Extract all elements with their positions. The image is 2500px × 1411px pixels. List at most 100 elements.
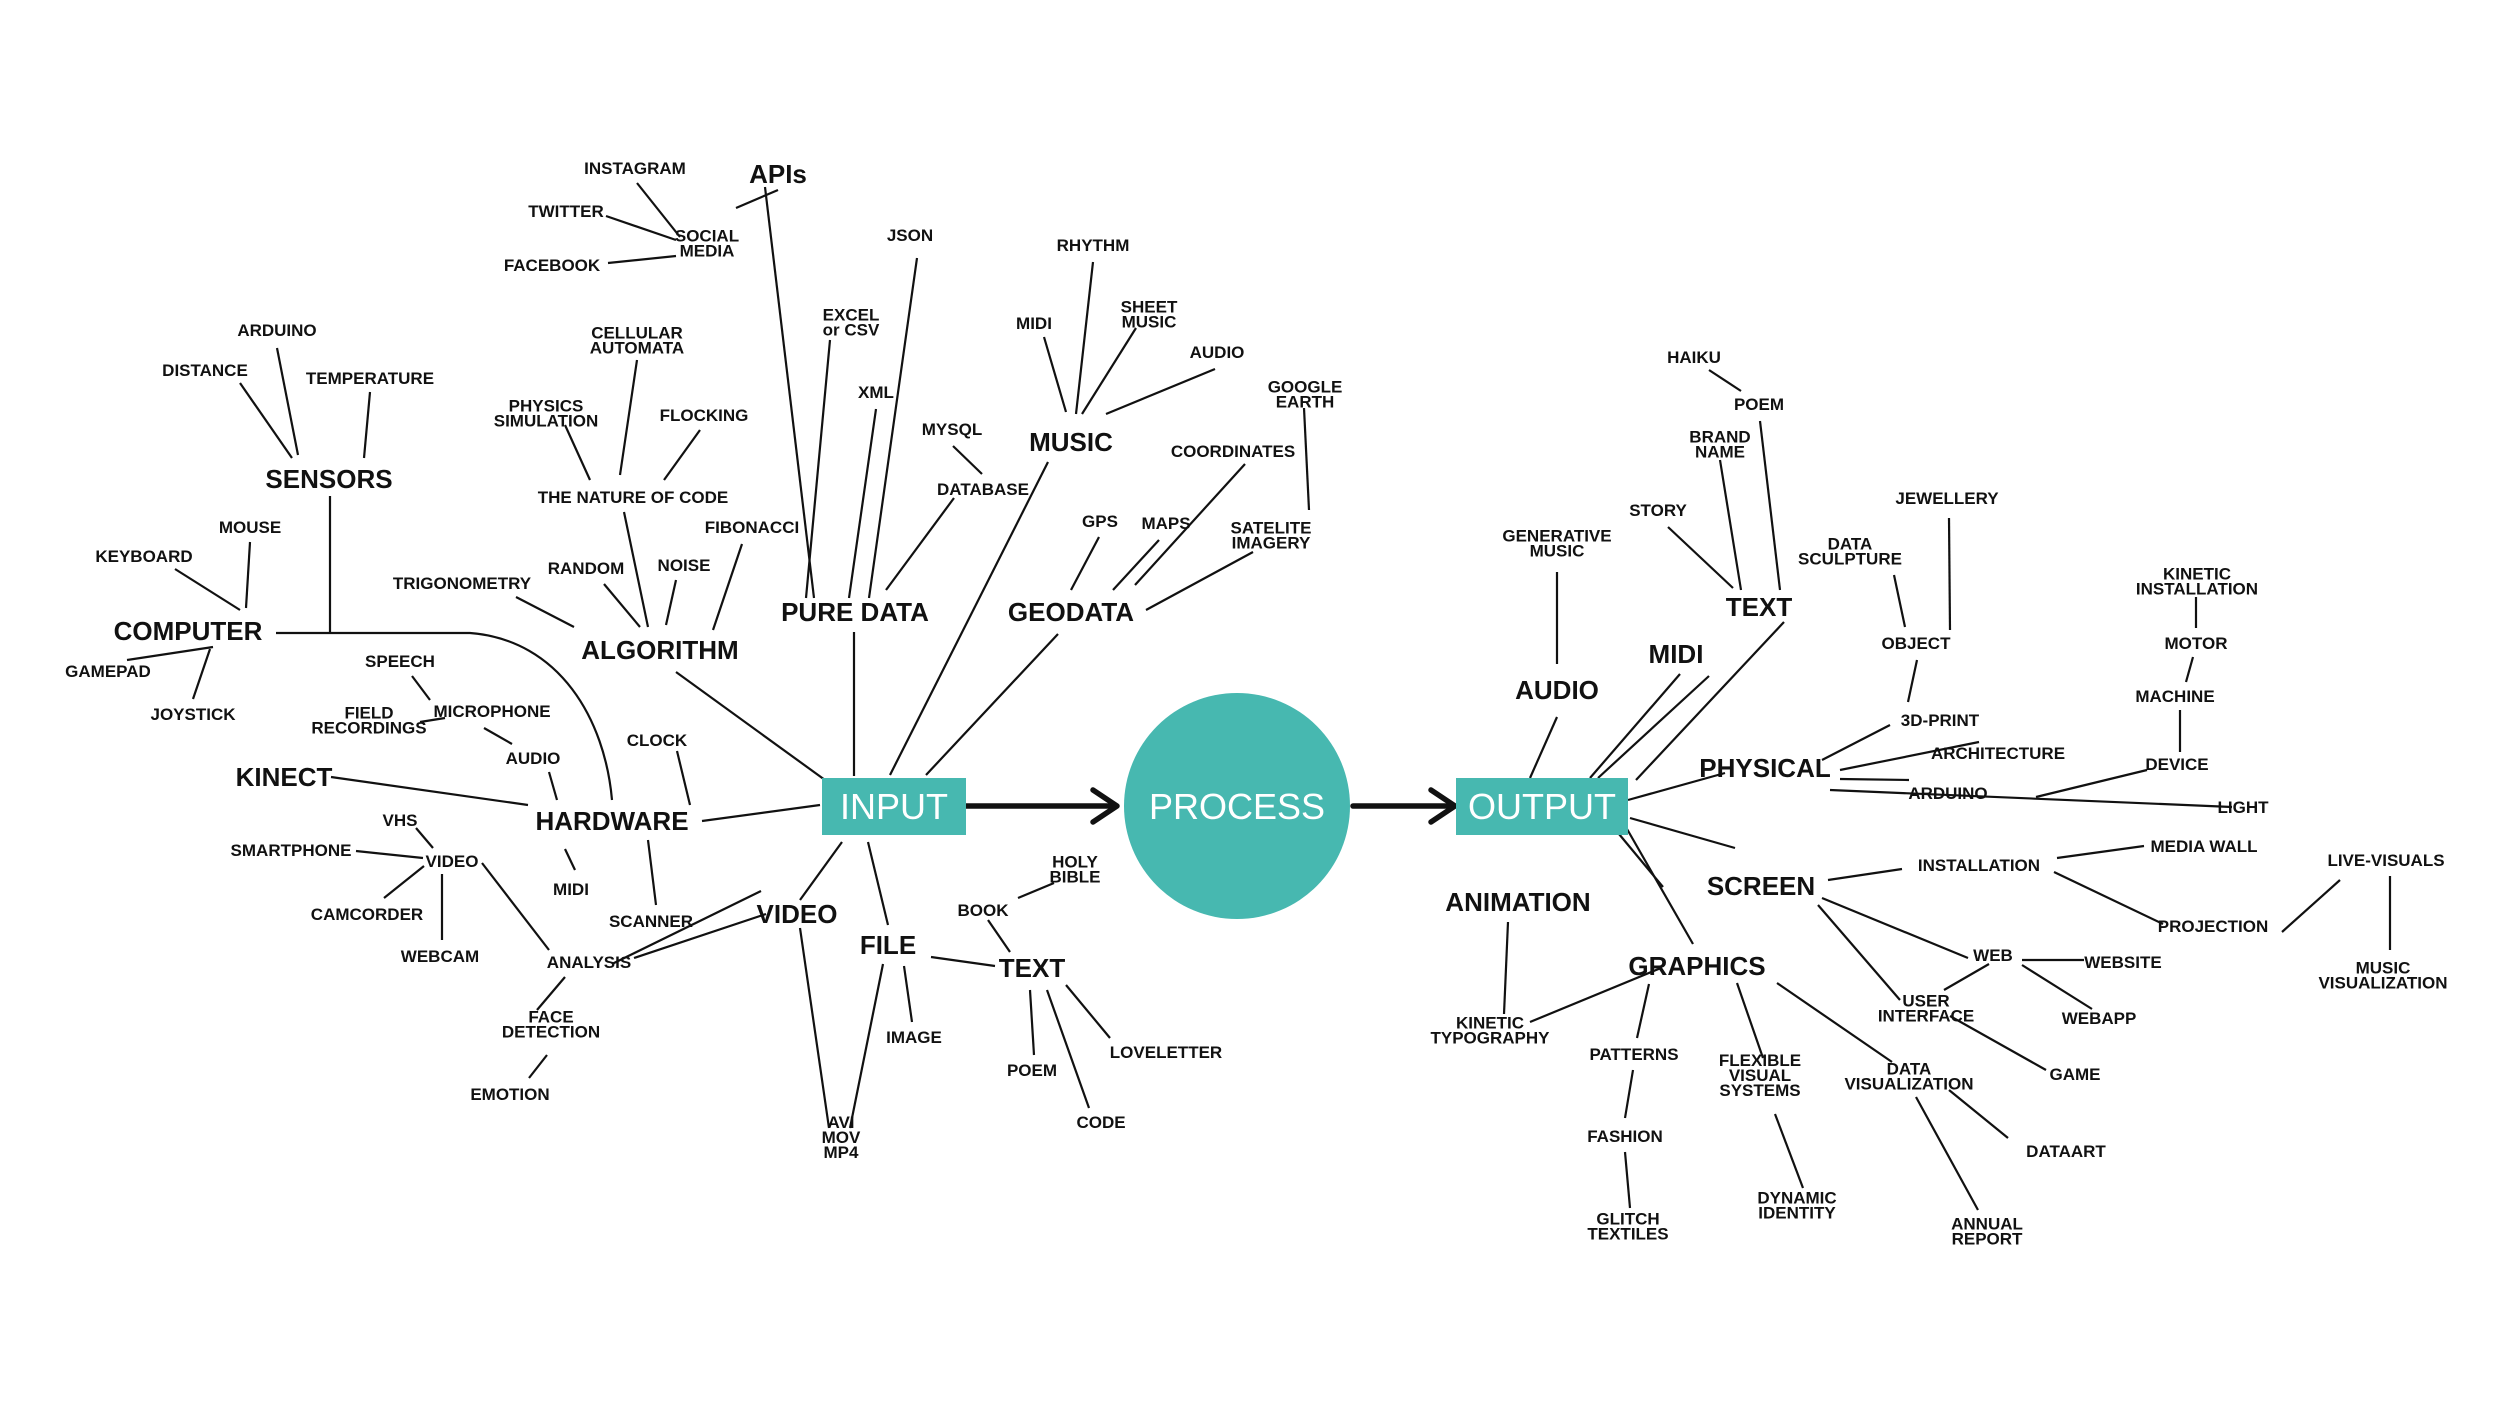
connector-line	[611, 890, 762, 965]
node-webapp: WEBAPP	[2062, 1009, 2137, 1028]
connector-line	[952, 445, 983, 475]
node-line: HOLY	[1052, 853, 1098, 872]
connector-line	[798, 927, 831, 1129]
node-jewellery: JEWELLERY	[1895, 489, 1999, 508]
node-line: USER	[1902, 992, 1949, 1011]
process-hub	[1124, 693, 1350, 919]
connector-line	[603, 583, 641, 628]
connector-line	[1943, 963, 1990, 991]
node-game: GAME	[2050, 1065, 2101, 1084]
connector-line	[1623, 1069, 1635, 1119]
node-keyboard: KEYBOARD	[95, 547, 192, 566]
node-line: IDENTITY	[1758, 1204, 1836, 1223]
node-line: DATA	[1887, 1060, 1932, 1079]
connector-line	[1839, 740, 1980, 772]
node-sensors: SENSORS	[265, 464, 392, 494]
connector-line	[663, 429, 701, 481]
node-line: or CSV	[823, 321, 880, 340]
node-line: RECORDINGS	[311, 719, 426, 738]
node-website: WEBSITE	[2084, 953, 2161, 972]
input-hub	[822, 778, 966, 835]
node-smartphone: SMARTPHONE	[231, 841, 352, 860]
connector-line	[1667, 526, 1734, 589]
node-line: FLEXIBLE	[1719, 1051, 1801, 1070]
node-line: FACE	[528, 1008, 573, 1027]
flow-arrows	[963, 787, 1458, 825]
node-print3d: 3D-PRINT	[1901, 711, 1980, 730]
node-distance: DISTANCE	[162, 361, 248, 380]
connector-line	[275, 347, 300, 456]
node-microphone: MICROPHONE	[433, 702, 550, 721]
node-line: SATELITE	[1231, 519, 1312, 538]
connector-line	[564, 848, 576, 871]
node-line: ANNUAL	[1951, 1215, 2023, 1234]
node-file: FILE	[860, 930, 916, 960]
connector-line	[1623, 1151, 1632, 1209]
edges	[126, 182, 2392, 1211]
connector-line	[799, 841, 843, 901]
node-emotion: EMOTION	[470, 1085, 549, 1104]
node-geodata: GEODATA	[1008, 597, 1134, 627]
node-arduino-in: ARDUINO	[237, 321, 316, 340]
connector-line	[885, 497, 955, 591]
node-line: SOCIAL	[675, 227, 739, 246]
connector-line	[675, 671, 826, 781]
connector-line	[2281, 879, 2341, 933]
node-projection: PROJECTION	[2158, 917, 2269, 936]
connector-line	[1949, 1015, 2047, 1071]
connector-line	[618, 359, 639, 476]
node-facebook: FACEBOOK	[504, 256, 601, 275]
output-hub-label: OUTPUT	[1468, 786, 1616, 827]
node-midi-in: MIDI	[1016, 314, 1052, 333]
connector-line	[889, 461, 1049, 776]
node-book: BOOK	[958, 901, 1010, 920]
node-video-hw: VIDEO	[426, 852, 479, 871]
node-line: SHEET	[1121, 298, 1178, 317]
node-analysis: ANALYSIS	[547, 953, 631, 972]
connector-line	[239, 382, 293, 459]
node-midi-out: MIDI	[1649, 639, 1704, 669]
node-line: BIBLE	[1050, 868, 1101, 887]
connector-line	[1718, 459, 1743, 591]
connector-line	[330, 775, 529, 807]
node-line: DYNAMIC	[1757, 1189, 1836, 1208]
node-flocking: FLOCKING	[660, 406, 749, 425]
node-trigonometry: TRIGONOMETRY	[393, 574, 532, 593]
node-database: DATABASE	[937, 480, 1029, 499]
node-line: EXCEL	[823, 306, 880, 325]
node-line: EARTH	[1276, 393, 1335, 412]
connector-line	[866, 841, 890, 926]
node-mysql: MYSQL	[922, 420, 982, 439]
node-line: MUSIC	[1530, 542, 1585, 561]
connector-line	[1776, 982, 1893, 1063]
node-line: INTERFACE	[1878, 1007, 1974, 1026]
node-line: VISUAL	[1729, 1066, 1791, 1085]
node-line: KINETIC	[2163, 565, 2231, 584]
connector-line	[925, 633, 1059, 776]
connector-line	[362, 391, 372, 459]
node-device: DEVICE	[2145, 755, 2208, 774]
connector-line	[804, 339, 832, 599]
node-fashion: FASHION	[1587, 1127, 1663, 1146]
connector-line	[1892, 574, 1907, 628]
node-line: MUSIC	[1122, 313, 1177, 332]
node-instagram: INSTAGRAM	[584, 159, 686, 178]
node-line: BRAND	[1689, 428, 1750, 447]
node-maps: MAPS	[1141, 514, 1190, 533]
connector-line	[515, 596, 575, 628]
node-gps: GPS	[1082, 512, 1118, 531]
connector-line	[1597, 675, 1710, 779]
connector-curve	[330, 631, 614, 801]
node-mouse: MOUSE	[219, 518, 281, 537]
